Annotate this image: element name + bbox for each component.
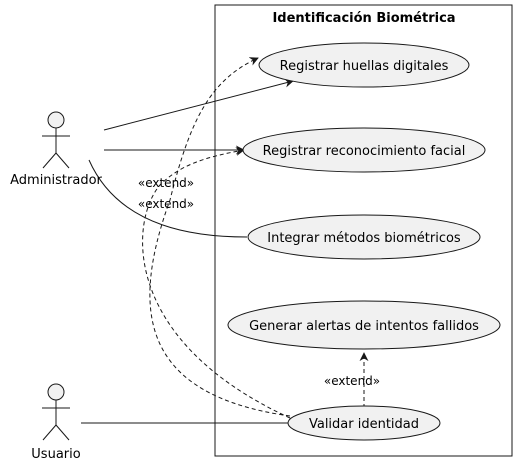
actor-head — [47, 383, 65, 401]
usecase-label: Registrar reconocimiento facial — [263, 144, 466, 159]
usecase-label: Integrar métodos biométricos — [267, 231, 461, 246]
extend-validate-fingerprints — [149, 57, 291, 417]
extend-label-3: «extend» — [324, 374, 380, 388]
usecase-register-facial: Registrar reconocimiento facial — [242, 127, 486, 173]
usecase-label: Generar alertas de intentos fallidos — [249, 319, 479, 334]
actor-usuario: Usuario — [31, 383, 81, 462]
system-title: Identificación Biométrica — [272, 11, 455, 26]
extend-validate-facial — [142, 147, 291, 419]
usecase-generate-alerts: Generar alertas de intentos fallidos — [227, 300, 501, 350]
usecase-label: Registrar huellas digitales — [280, 59, 449, 74]
extend-label-2: «extend» — [138, 197, 194, 211]
usecase-validate-identity: Validar identidad — [287, 405, 441, 441]
association-admin-fingerprints — [103, 78, 294, 131]
usecase-label: Validar identidad — [309, 417, 419, 432]
actor-label: Usuario — [31, 447, 80, 462]
usecase-register-fingerprints: Registrar huellas digitales — [258, 42, 470, 88]
actor-head — [47, 111, 65, 129]
actor-label: Administrador — [10, 173, 102, 188]
usecase-integrate-methods: Integrar métodos biométricos — [247, 214, 481, 260]
extend-label-1: «extend» — [138, 176, 194, 190]
actor-administrador: Administrador — [10, 111, 103, 188]
association-admin-integrate — [88, 159, 248, 238]
system-boundary — [214, 4, 513, 457]
